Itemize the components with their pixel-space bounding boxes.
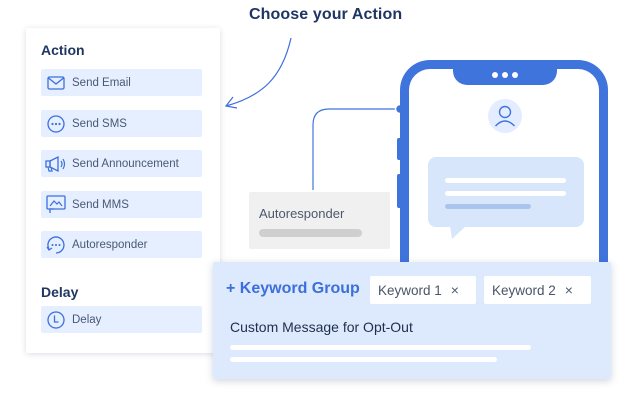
phone-side-button [397, 174, 402, 208]
autoresponder-label: Autoresponder [72, 238, 148, 251]
send-mms-label: Send MMS [72, 198, 129, 211]
autoresponder-item[interactable]: Autoresponder [41, 231, 202, 258]
delay-title: Delay [41, 284, 79, 300]
clock-icon [43, 306, 69, 333]
keyword-chip-2[interactable]: Keyword 2 × [484, 276, 591, 304]
keyword-chip-label: Keyword 2 [492, 282, 556, 298]
page-heading: Choose your Action [249, 6, 403, 23]
custom-message-label: Custom Message for Opt-Out [230, 319, 413, 335]
chat-dots-icon [43, 110, 69, 137]
action-title: Action [41, 42, 85, 58]
action-panel: Action Send Email Send SMS Send Announce… [26, 28, 220, 353]
notch-dot [512, 72, 518, 78]
message-placeholder-line [230, 345, 531, 350]
autoresponder-box-label: Autoresponder [259, 206, 345, 221]
delay-item[interactable]: Delay [41, 306, 202, 333]
megaphone-icon [43, 150, 69, 177]
keyword-chip-1[interactable]: Keyword 1 × [370, 276, 476, 304]
add-keyword-group-button[interactable]: + Keyword Group [226, 280, 360, 297]
send-email-label: Send Email [72, 76, 131, 89]
bubble-line [445, 204, 531, 209]
close-icon[interactable]: × [564, 282, 573, 298]
autoresponder-icon [43, 231, 69, 258]
keyword-card: + Keyword Group Keyword 1 × Keyword 2 × … [213, 262, 611, 379]
bubble-line [445, 191, 566, 196]
send-mms-item[interactable]: Send MMS [41, 191, 202, 218]
send-sms-item[interactable]: Send SMS [41, 110, 202, 137]
placeholder-bar [259, 229, 362, 237]
autoresponder-box[interactable]: Autoresponder [249, 192, 390, 249]
bubble-tail [450, 226, 466, 239]
notch-dot [502, 72, 508, 78]
user-avatar-icon [488, 99, 522, 133]
send-announcement-label: Send Announcement [72, 157, 179, 170]
message-bubble [428, 157, 584, 227]
send-email-item[interactable]: Send Email [41, 69, 202, 96]
close-icon[interactable]: × [450, 282, 459, 298]
phone-side-button [397, 138, 402, 160]
keyword-chip-label: Keyword 1 [378, 282, 442, 298]
notch-dot [492, 72, 498, 78]
image-message-icon [43, 191, 69, 218]
send-sms-label: Send SMS [72, 117, 127, 130]
send-announcement-item[interactable]: Send Announcement [41, 150, 202, 177]
delay-label: Delay [72, 313, 102, 326]
message-placeholder-line [230, 357, 497, 362]
bubble-line [445, 178, 566, 183]
mail-icon [43, 69, 69, 96]
